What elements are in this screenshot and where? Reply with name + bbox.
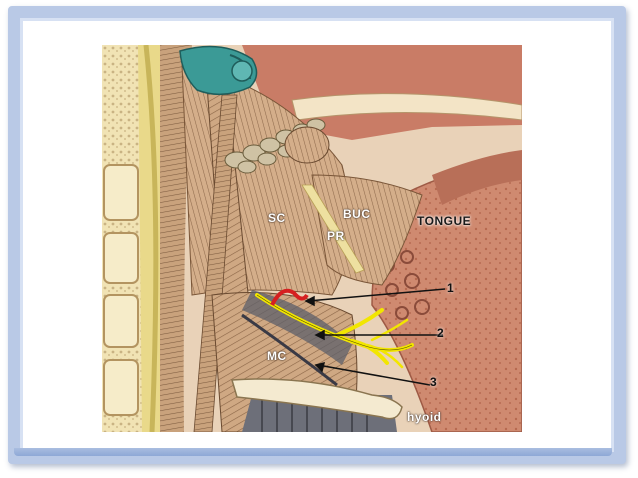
label-buc: BUC	[343, 207, 371, 221]
anatomy-illustration: SC BUC PR TONGUE MC hyoid 1 2 3	[102, 45, 522, 432]
label-pr: PR	[327, 229, 345, 243]
anatomy-drawing	[102, 45, 522, 432]
label-hyoid: hyoid	[407, 410, 442, 424]
label-number-3: 3	[430, 375, 438, 389]
label-number-1: 1	[447, 281, 455, 295]
label-tongue: TONGUE	[417, 214, 472, 228]
label-mc: MC	[267, 349, 287, 363]
label-number-2: 2	[437, 326, 445, 340]
frame-shadow	[14, 448, 612, 456]
label-sc: SC	[268, 211, 286, 225]
